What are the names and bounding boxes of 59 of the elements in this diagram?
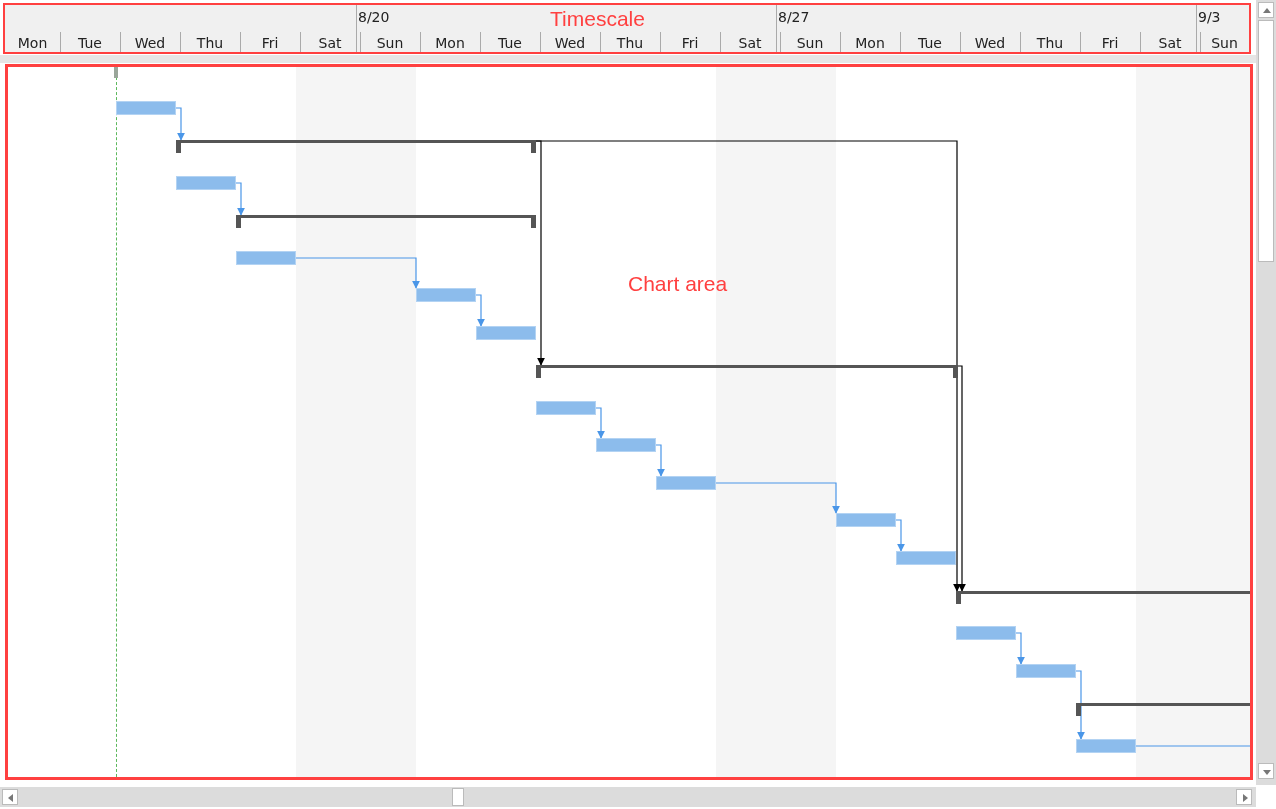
dependency-arrow [1015, 632, 1025, 665]
day-label: Tue [497, 34, 523, 53]
chart-area-panel [5, 64, 1253, 780]
task-bar [416, 288, 476, 302]
summary-bar [236, 215, 536, 228]
day-label: Thu [615, 34, 645, 53]
dependency-arrow [715, 482, 840, 514]
timescale-header [3, 3, 1251, 54]
day-label: Sat [737, 34, 763, 53]
date-label: 8/20 [358, 9, 390, 25]
summary-bar [176, 140, 536, 153]
task-bar [836, 513, 896, 527]
task-bar [536, 401, 596, 415]
day-label: Fri [680, 34, 700, 53]
task-bar [896, 551, 956, 565]
dependency-arrow [655, 444, 665, 477]
day-label: Thu [195, 34, 225, 53]
dependency-arrow [1075, 670, 1085, 740]
task-bar [476, 326, 536, 340]
day-label: Tue [917, 34, 943, 53]
dependency-arrow [475, 294, 485, 327]
link-arrow [535, 140, 545, 366]
link-arrow [535, 140, 961, 592]
day-label: Sun [795, 34, 825, 53]
task-bar [656, 476, 716, 490]
timescale-caption: Timescale [550, 7, 645, 31]
task-bar [1076, 739, 1136, 753]
date-label: 9/3 [1198, 9, 1221, 25]
dependency-arrow [235, 182, 245, 216]
day-label: Sun [1210, 34, 1239, 53]
dependency-arrow [895, 519, 905, 552]
chart-area-caption: Chart area [628, 272, 728, 296]
day-label: Fri [260, 34, 280, 53]
day-label: Thu [1035, 34, 1065, 53]
task-bar [1016, 664, 1076, 678]
task-bar [176, 176, 236, 190]
link-arrow [957, 365, 966, 592]
task-bar [116, 101, 176, 115]
task-bar [236, 251, 296, 265]
day-label: Wed [553, 34, 587, 53]
dependency-arrow [175, 107, 185, 141]
day-label: Mon [16, 34, 49, 53]
dependency-arrow [595, 407, 605, 439]
summary-bar [536, 365, 958, 378]
day-label: Sat [1157, 34, 1183, 53]
day-label: Fri [1100, 34, 1120, 53]
day-label: Sat [317, 34, 343, 53]
day-label: Wed [133, 34, 167, 53]
date-label: 8/27 [778, 9, 810, 25]
day-label: Wed [973, 34, 1007, 53]
day-label: Mon [854, 34, 886, 53]
day-label: Sun [375, 34, 405, 53]
day-label: Tue [77, 34, 103, 53]
task-bar [956, 626, 1016, 640]
summary-bar [956, 591, 1250, 604]
dependency-arrow [295, 257, 420, 289]
summary-bar [1076, 703, 1250, 716]
task-bar [596, 438, 656, 452]
day-label: Mon [434, 34, 466, 53]
